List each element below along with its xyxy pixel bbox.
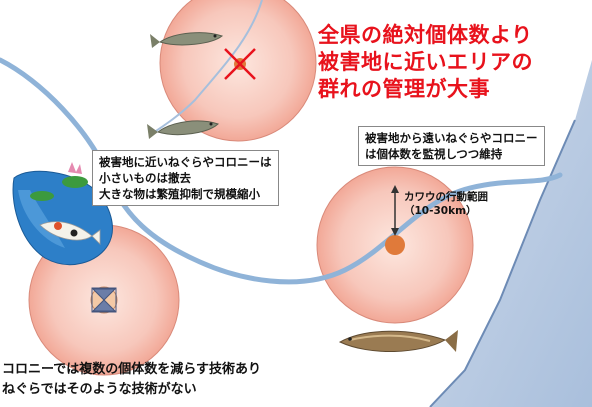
- coastline: [429, 119, 576, 407]
- bottom-text-line: コロニーでは複数の個体数を減らす技術あり: [2, 362, 261, 377]
- headline-line: 群れの管理が大事: [318, 77, 490, 101]
- hourglass-marker-icon: [90, 286, 118, 314]
- headline-line: 全県の絶対個体数より: [318, 23, 533, 47]
- range-note-line: カワウの行動範囲: [404, 191, 488, 203]
- far-roost-line: 被害地から遠いねぐらやコロニー: [365, 131, 538, 145]
- x-mark-icon: [224, 48, 256, 80]
- colony-marker-icon: [385, 235, 405, 255]
- range-note: カワウの行動範囲 （10-30km）: [404, 190, 488, 218]
- near-roost-line: 小さいものは撤去: [99, 171, 191, 185]
- sea-area: [430, 60, 592, 407]
- bottom-text: コロニーでは複数の個体数を減らす技術あり ねぐらではそのような技術がない: [2, 360, 261, 400]
- koi-icon: [39, 221, 101, 245]
- range-arrow-icon: [391, 185, 399, 236]
- range-circle-top: [159, 0, 317, 142]
- near-roost-line: 大きな物は繁殖抑制で規模縮小: [99, 187, 260, 201]
- range-note-line: （10-30km）: [404, 205, 477, 217]
- lotus-icon: [30, 162, 88, 201]
- far-roost-line: は個体数を監視しつつ維持: [365, 147, 503, 161]
- river: [0, 57, 563, 285]
- trout-icon: [338, 330, 458, 353]
- near-roost-box: 被害地に近いねぐらやコロニーは 小さいものは撤去 大きな物は繁殖抑制で規模縮小: [92, 150, 279, 206]
- headline-line: 被害地に近いエリアの: [318, 50, 533, 74]
- fish-icon: [150, 32, 224, 48]
- tributary: [149, 0, 263, 136]
- headline: 全県の絶対個体数より 被害地に近いエリアの 群れの管理が大事: [318, 22, 533, 103]
- near-roost-line: 被害地に近いねぐらやコロニーは: [99, 155, 272, 169]
- bottom-text-line: ねぐらではそのような技術がない: [2, 382, 197, 397]
- fish-icon: [147, 120, 219, 139]
- far-roost-box: 被害地から遠いねぐらやコロニー は個体数を監視しつつ維持: [358, 126, 545, 166]
